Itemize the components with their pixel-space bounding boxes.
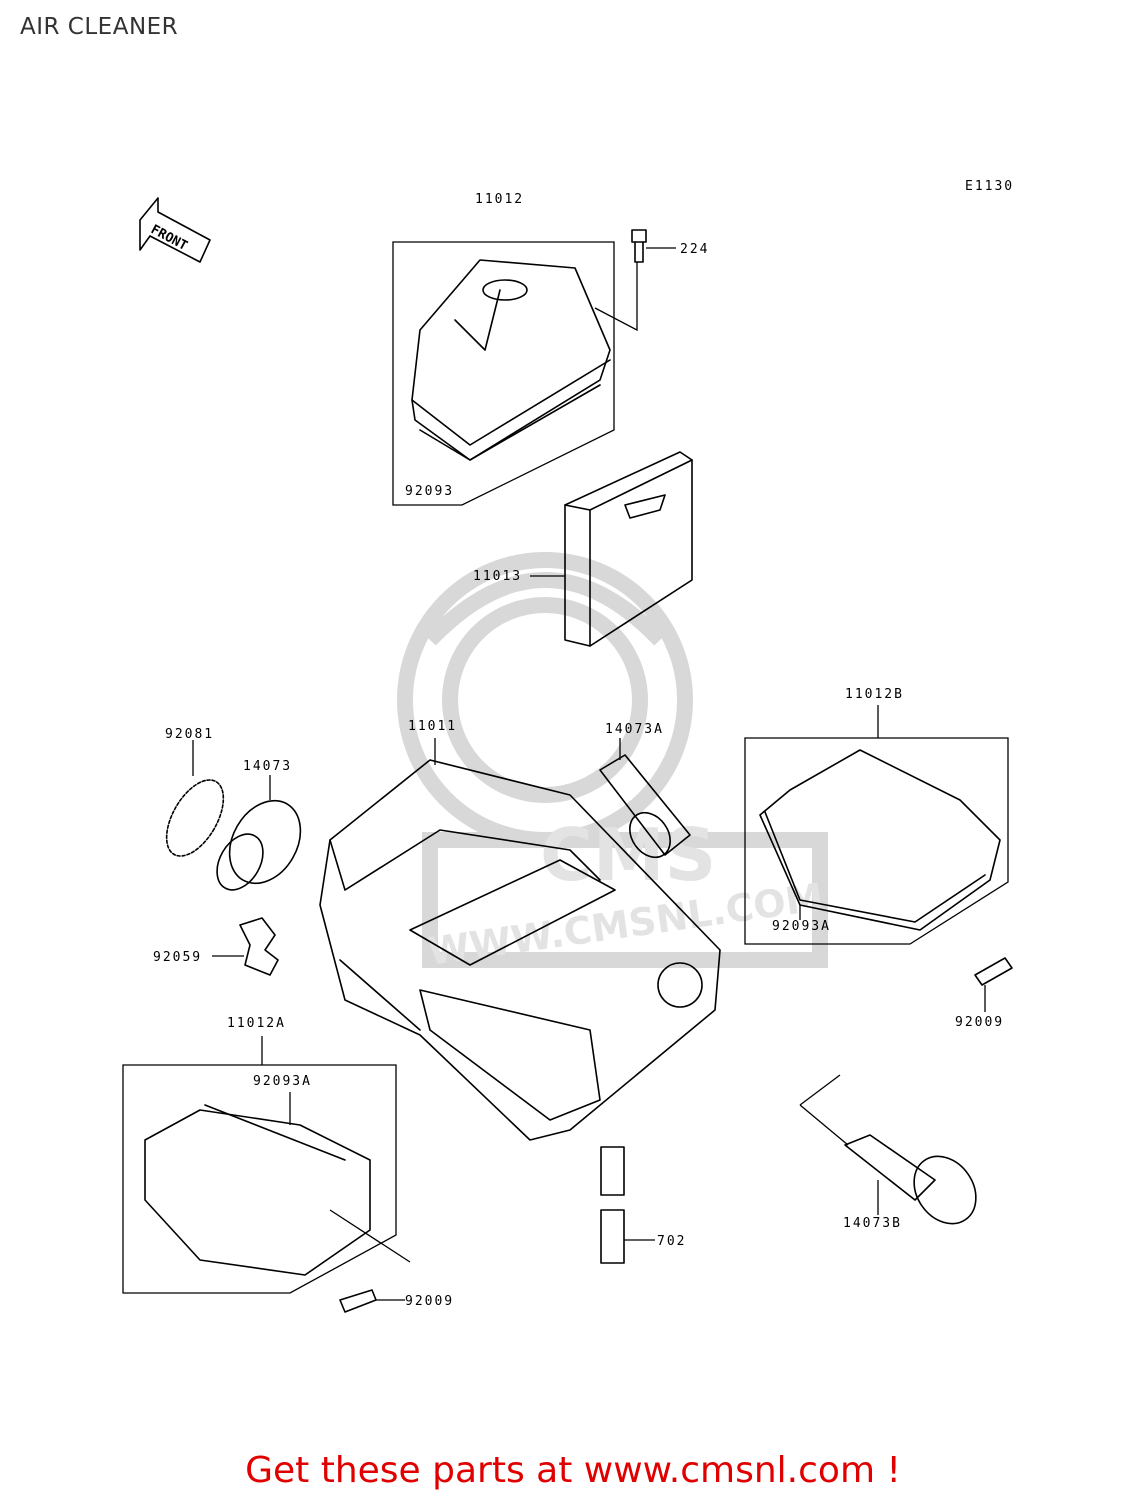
screw-224-icon (594, 229, 676, 332)
label-92093A-right: 92093A (772, 919, 831, 934)
cover-11012A (122, 1036, 397, 1294)
screw-92009-left-icon (329, 1209, 411, 1313)
label-92093A-left: 92093A (253, 1074, 312, 1089)
label-11011: 11011 (408, 719, 457, 734)
front-label: FRONT (148, 222, 190, 254)
diagram-code: E1130 (965, 179, 1014, 194)
label-92009-right: 92009 (955, 1015, 1004, 1030)
cover-11012B (744, 705, 1009, 945)
front-arrow-icon: FRONT (139, 197, 211, 263)
part-labels: 11012 224 92093 11013 92081 14073 11011 … (153, 192, 1004, 1309)
housing-11011 (319, 738, 721, 1141)
label-92081: 92081 (165, 727, 214, 742)
label-14073: 14073 (243, 759, 292, 774)
elbow-92059 (212, 917, 279, 976)
label-14073B: 14073B (843, 1216, 902, 1231)
label-224: 224 (680, 242, 709, 257)
label-92059: 92059 (153, 950, 202, 965)
label-11013: 11013 (473, 569, 522, 584)
label-11012A: 11012A (227, 1016, 286, 1031)
screw-92009-right-icon (974, 957, 1013, 1012)
duct-14073B (799, 1074, 977, 1225)
tube-702 (600, 1146, 655, 1264)
label-11012B: 11012B (845, 687, 904, 702)
page-title: AIR CLEANER (20, 14, 179, 40)
cmsnl-watermark: CMS WWW.CMSNL.COM (397, 552, 828, 974)
label-92009-left: 92009 (405, 1294, 454, 1309)
hose-14073A (599, 738, 691, 859)
cover-11012 (392, 241, 615, 506)
label-14073A: 14073A (605, 722, 664, 737)
clamp-92081 (165, 740, 225, 857)
label-92093: 92093 (405, 484, 454, 499)
label-11012: 11012 (475, 192, 524, 207)
footer-cta-link[interactable]: Get these parts at www.cmsnl.com ! (245, 1450, 901, 1491)
duct-14073 (216, 775, 302, 891)
filter-11013 (530, 451, 693, 647)
label-702: 702 (657, 1234, 686, 1249)
